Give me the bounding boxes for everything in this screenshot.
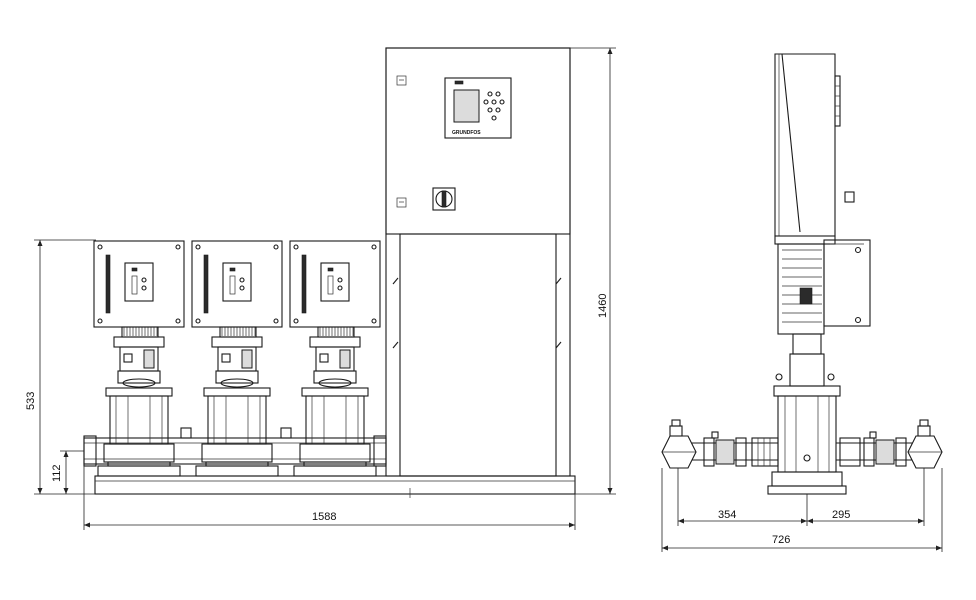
dim-height-manifold-assembly: 533 [25, 392, 37, 410]
pump-unit [93, 240, 185, 477]
pump-unit [191, 240, 283, 477]
side-pump-column [767, 333, 847, 495]
side-view [661, 53, 943, 495]
brand-logo-text: GRUNDFOS [452, 130, 481, 136]
dim-right-side: 295 [832, 509, 850, 521]
side-dimensions: 354 295 726 [661, 468, 943, 552]
side-manifolds [661, 419, 943, 469]
front-dimensions: 1460 533 112 1588 [25, 47, 616, 530]
pump-unit [289, 240, 381, 477]
dim-height-total: 1460 [597, 294, 609, 318]
side-motor [777, 239, 871, 335]
main-switch [432, 187, 456, 211]
control-cabinet: GRUNDFOS [385, 47, 571, 477]
front-manifold-pipe [83, 427, 387, 467]
dim-width-side: 726 [772, 534, 790, 546]
dim-length-front: 1588 [312, 511, 336, 523]
dim-height-pipe-center: 112 [51, 464, 63, 482]
front-view: GRUNDFOS [83, 47, 576, 498]
side-cabinet [774, 53, 855, 245]
dim-left-side: 354 [718, 509, 736, 521]
controller-display-panel: GRUNDFOS [444, 77, 512, 139]
base-frame [94, 475, 576, 495]
front-pumps [93, 240, 381, 477]
